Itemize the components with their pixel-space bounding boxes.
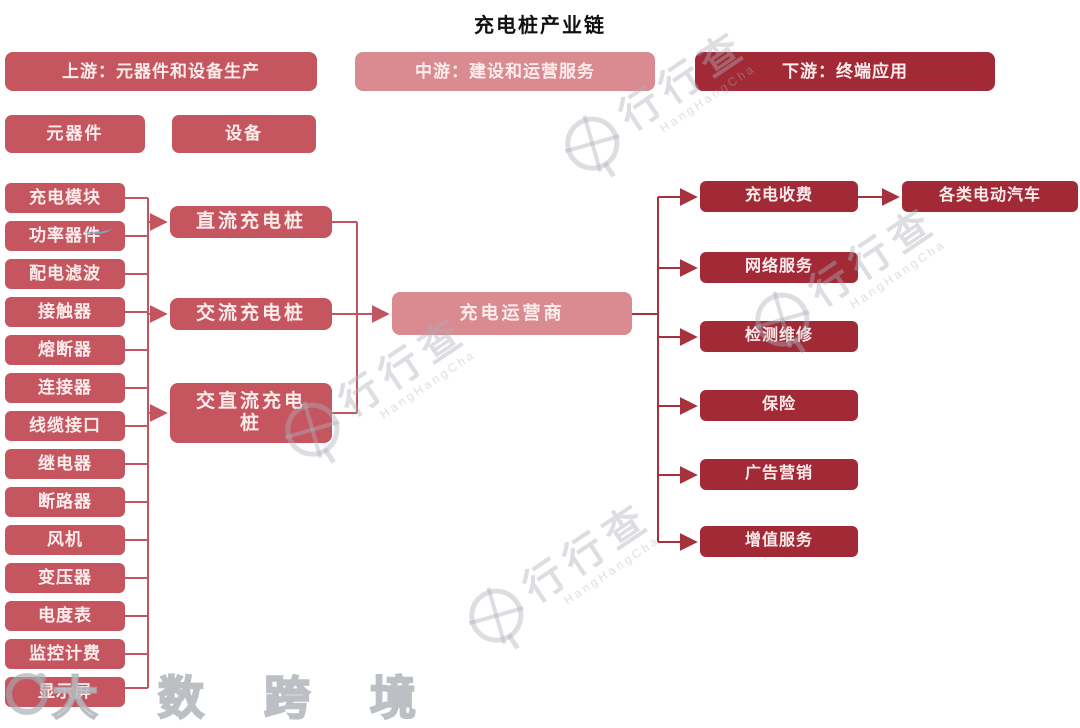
industry-chain-diagram: 充电桩产业链 上游：元器件和设备生产 中游：建设和运营服务 下游：终端应用 元器… bbox=[5, 13, 1078, 725]
component-box: 风机 bbox=[5, 525, 125, 555]
component-box: 电度表 bbox=[5, 601, 125, 631]
component-box: 变压器 bbox=[5, 563, 125, 593]
brand-watermark: 行行查 HangHangCha bbox=[455, 485, 667, 659]
component-box: 功率器件 bbox=[5, 221, 125, 251]
component-box: 熔断器 bbox=[5, 335, 125, 365]
service-box: 增值服务 bbox=[700, 526, 858, 557]
corner-watermark-logo-icon bbox=[6, 673, 48, 715]
charging-operator-box: 充电运营商 bbox=[392, 292, 632, 335]
service-box: 充电收费 bbox=[700, 181, 858, 212]
pile-type-ac: 交流充电桩 bbox=[170, 298, 332, 330]
end-application-box: 各类电动汽车 bbox=[902, 181, 1078, 212]
pile-type-acdc: 交直流充电桩 bbox=[170, 383, 332, 443]
component-box: 接触器 bbox=[5, 297, 125, 327]
component-box: 监控计费 bbox=[5, 639, 125, 669]
service-box: 网络服务 bbox=[700, 252, 858, 283]
service-box: 广告营销 bbox=[700, 459, 858, 490]
midstream-header: 中游：建设和运营服务 bbox=[355, 52, 655, 91]
subheader-equipment: 设备 bbox=[172, 115, 316, 153]
component-box: 连接器 bbox=[5, 373, 125, 403]
component-box: 线缆接口 bbox=[5, 411, 125, 441]
downstream-header: 下游：终端应用 bbox=[695, 52, 995, 91]
service-box: 检测维修 bbox=[700, 321, 858, 352]
component-box: 断路器 bbox=[5, 487, 125, 517]
brand-watermark: 行行查 HangHangCha bbox=[551, 13, 763, 187]
pile-type-dc: 直流充电桩 bbox=[170, 206, 332, 238]
service-box: 保险 bbox=[700, 390, 858, 421]
corner-watermark-text: 大数跨境 bbox=[51, 671, 476, 725]
upstream-header: 上游：元器件和设备生产 bbox=[5, 52, 317, 91]
page-title: 充电桩产业链 bbox=[474, 15, 606, 37]
component-box: 充电模块 bbox=[5, 183, 125, 213]
component-box: 配电滤波 bbox=[5, 259, 125, 289]
component-box: 继电器 bbox=[5, 449, 125, 479]
subheader-components: 元器件 bbox=[5, 115, 145, 153]
brand-logo-icon bbox=[458, 578, 534, 654]
brand-logo-icon bbox=[554, 106, 630, 182]
